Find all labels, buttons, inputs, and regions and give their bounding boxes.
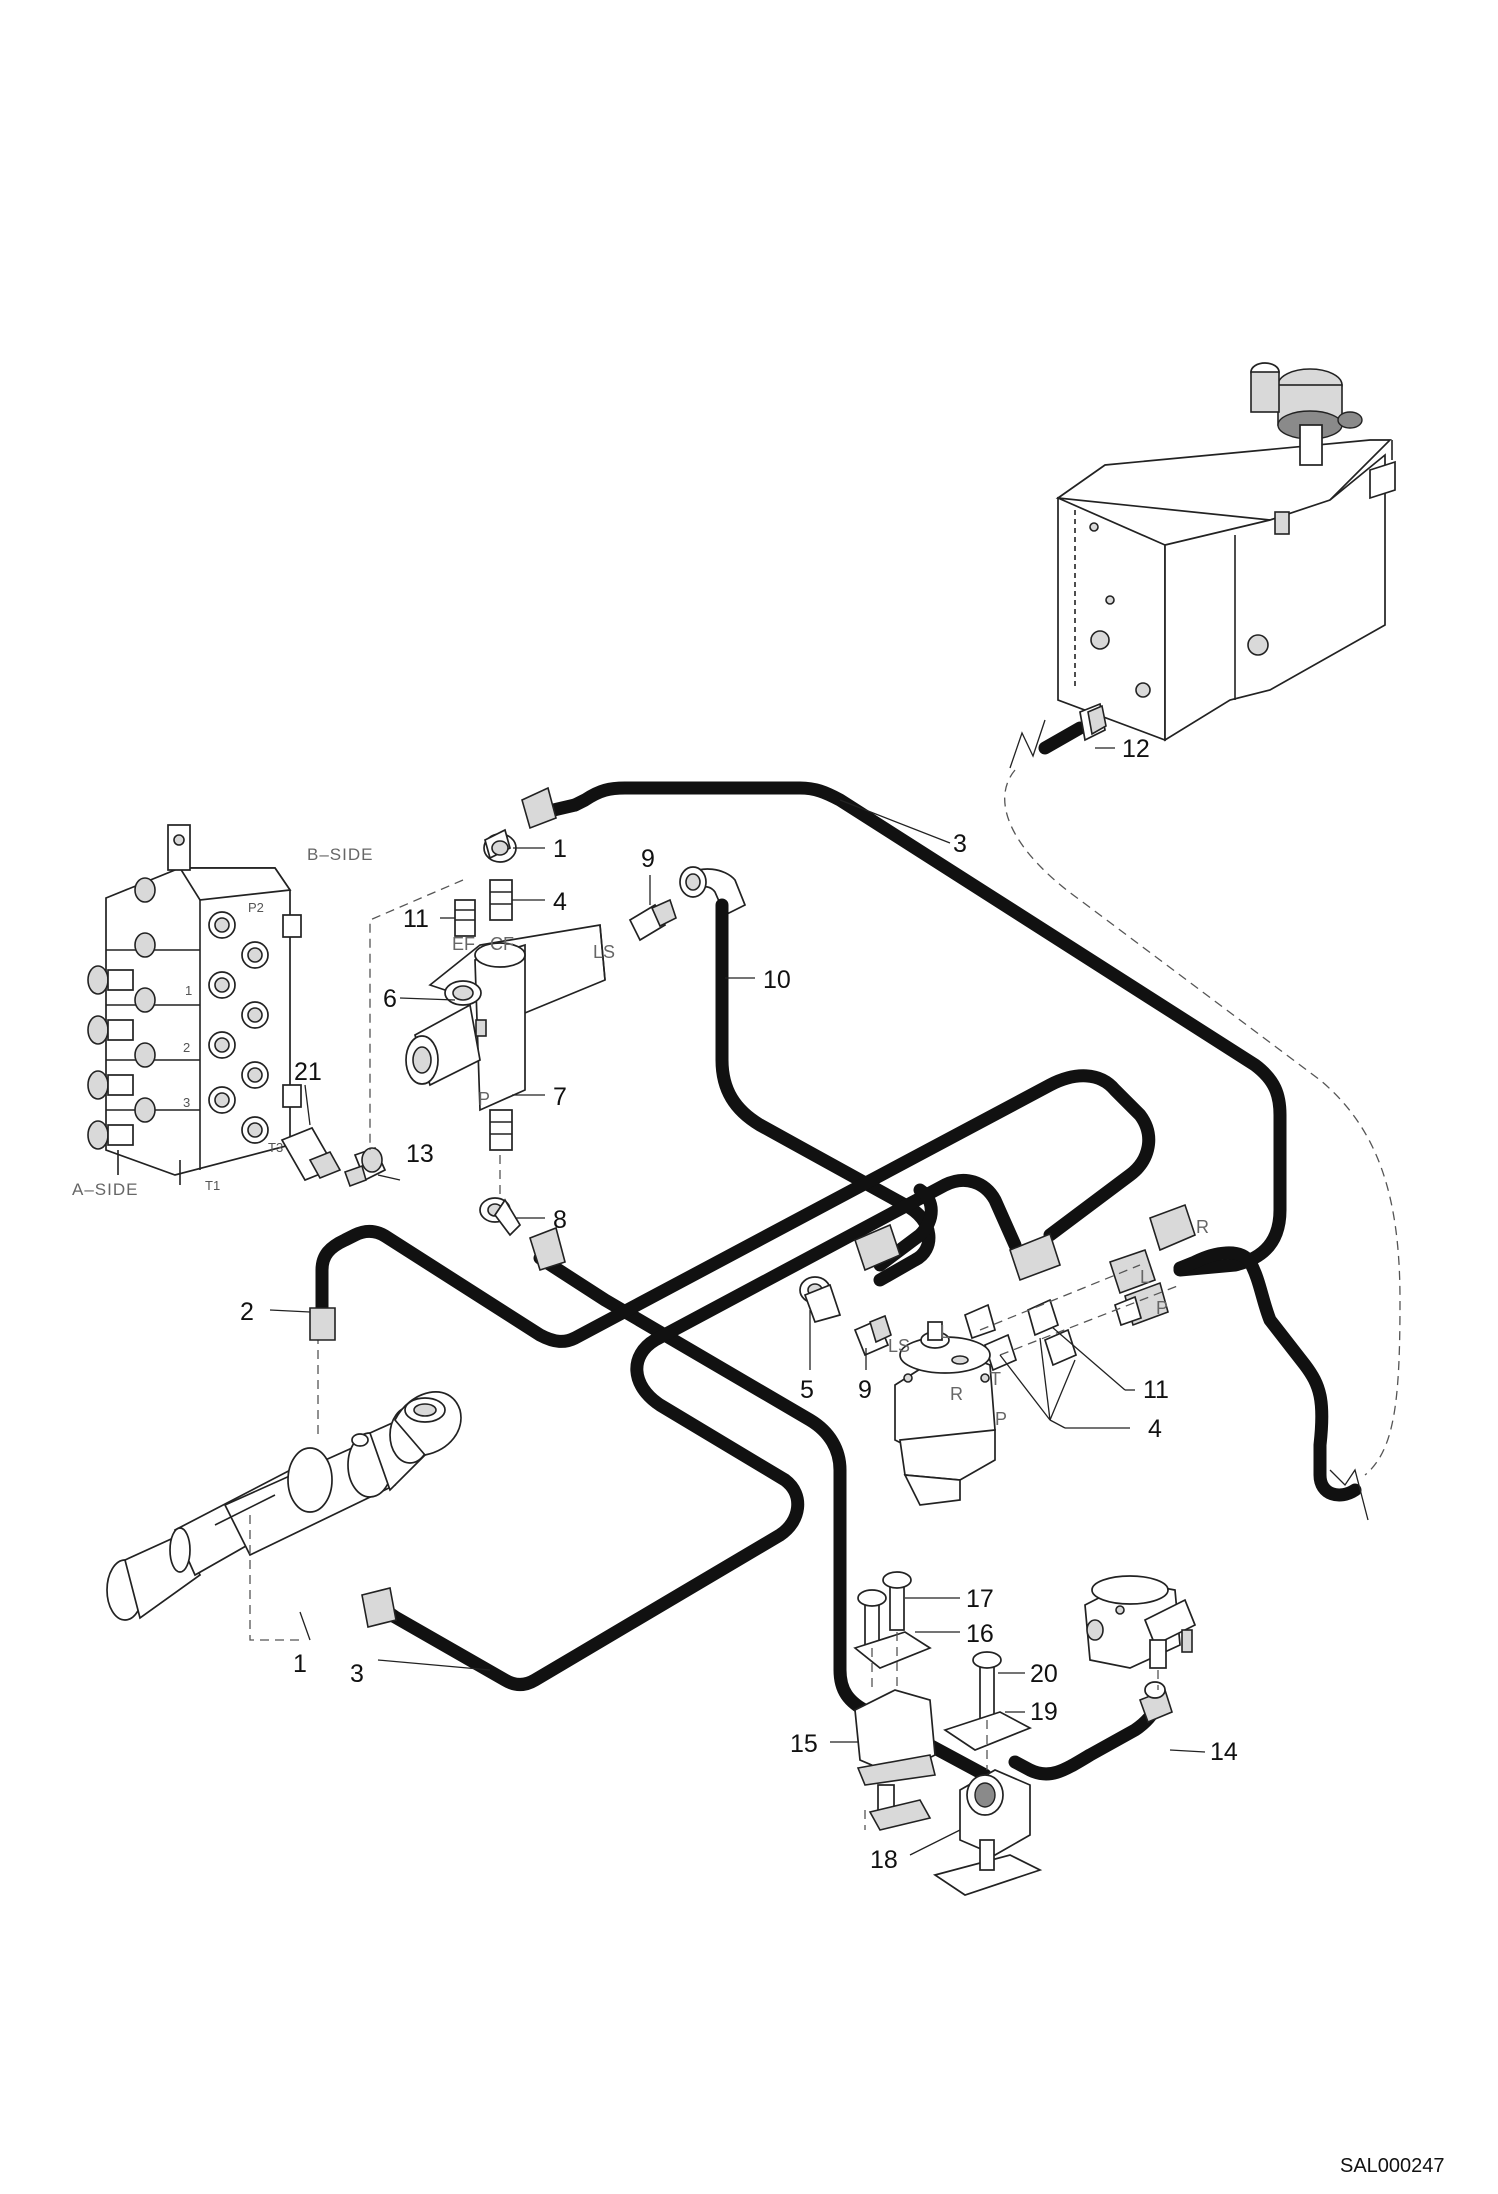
port-label-sec1: 1 xyxy=(185,983,192,998)
hose-2 xyxy=(315,1069,1156,1348)
port-label-t-unit: T xyxy=(990,1369,1001,1389)
callout-9-mid: 9 xyxy=(858,1376,872,1404)
callout-11-right: 11 xyxy=(1143,1376,1169,1404)
port-label-t3: T3 xyxy=(268,1140,283,1155)
callout-20: 20 xyxy=(1030,1660,1058,1688)
callout-5: 5 xyxy=(800,1376,814,1404)
callout-4-top: 4 xyxy=(553,888,567,916)
callout-19: 19 xyxy=(1030,1698,1058,1726)
port-label-l-hose: L xyxy=(1140,1267,1150,1287)
callout-17: 17 xyxy=(966,1585,994,1613)
callout-9-top: 9 xyxy=(641,845,655,873)
port-label-sec2: 2 xyxy=(183,1040,190,1055)
tank-return-fitting xyxy=(1009,702,1107,769)
port-label-p-valve: P xyxy=(478,1089,490,1109)
callout-3-bottom: 3 xyxy=(350,1660,364,1688)
a-side-label: A–SIDE xyxy=(72,1180,138,1199)
callout-11-top: 11 xyxy=(403,905,429,933)
hose-l xyxy=(873,1183,938,1272)
hose-3-lower xyxy=(378,1173,1022,1691)
callout-8: 8 xyxy=(553,1206,567,1234)
hose-10 xyxy=(715,898,936,1287)
fitting-21-13 xyxy=(280,1126,387,1188)
port-label-sec3: 3 xyxy=(183,1095,190,1110)
control-valve-block: P2 1 2 3 T3 T1 xyxy=(87,824,302,1193)
hose-3-upper xyxy=(568,781,1287,1277)
port-label-ls-valve: LS xyxy=(593,942,615,962)
reference-code: SAL000247 xyxy=(1340,2155,1445,2177)
steering-unit xyxy=(894,1321,996,1506)
callout-16: 16 xyxy=(966,1620,994,1648)
port-label-l-unit: L xyxy=(940,1322,950,1342)
port-label-p2: P2 xyxy=(248,900,264,915)
fittings-upper xyxy=(454,828,522,1237)
priority-valve xyxy=(405,924,606,1112)
hose-pressure xyxy=(533,1251,875,1719)
port-label-r-hose: R xyxy=(1196,1217,1209,1237)
cylinder-dash-lines xyxy=(249,1335,319,1641)
port-label-ef: EF xyxy=(452,934,475,954)
callout-1-bottom: 1 xyxy=(293,1650,307,1678)
spool-caps xyxy=(87,877,156,1150)
fittings-9-10 xyxy=(628,866,747,942)
gear-pump xyxy=(1084,1575,1197,1669)
callout-10: 10 xyxy=(763,966,791,994)
callout-18: 18 xyxy=(870,1846,898,1874)
hose-end-fittings xyxy=(309,786,1196,1724)
port-label-ls-unit: LS xyxy=(888,1336,910,1356)
hose-to-tank xyxy=(1173,1246,1362,1502)
return-line-dashed xyxy=(1004,769,1401,1476)
callout-4-right: 4 xyxy=(1148,1415,1162,1443)
valve-ports xyxy=(208,911,302,1144)
b-side-label: B–SIDE xyxy=(307,845,373,864)
callout-2: 2 xyxy=(240,1298,254,1326)
hose-clamps xyxy=(853,1571,1043,1896)
callout-7: 7 xyxy=(553,1083,567,1111)
unit-dash-lines xyxy=(979,1264,1181,1356)
hydraulic-tank xyxy=(1055,362,1396,742)
hoses xyxy=(315,781,1362,1782)
callout-15: 15 xyxy=(790,1730,818,1758)
callout-14: 14 xyxy=(1210,1738,1238,1766)
port-label-p-hose: P xyxy=(1156,1298,1168,1318)
leader-lines xyxy=(269,747,1206,1856)
port-label-cf: CF xyxy=(490,934,514,954)
steering-cylinder xyxy=(106,1391,462,1621)
callouts: 1 4 11 6 7 8 9 10 3 12 21 13 2 5 9 11 4 … xyxy=(240,735,1238,1874)
callout-21: 21 xyxy=(294,1058,322,1086)
break-symbol-right xyxy=(1329,1468,1369,1521)
port-label-r-unit: R xyxy=(950,1384,963,1404)
clamp-dash-lines xyxy=(864,1632,988,1830)
callout-6: 6 xyxy=(383,985,397,1013)
callout-12: 12 xyxy=(1122,735,1150,763)
callout-1-top: 1 xyxy=(553,835,567,863)
callout-13: 13 xyxy=(406,1140,434,1168)
port-label-t1: T1 xyxy=(205,1178,220,1193)
callout-3-top: 3 xyxy=(953,830,967,858)
port-label-p-unit: P xyxy=(995,1409,1007,1429)
